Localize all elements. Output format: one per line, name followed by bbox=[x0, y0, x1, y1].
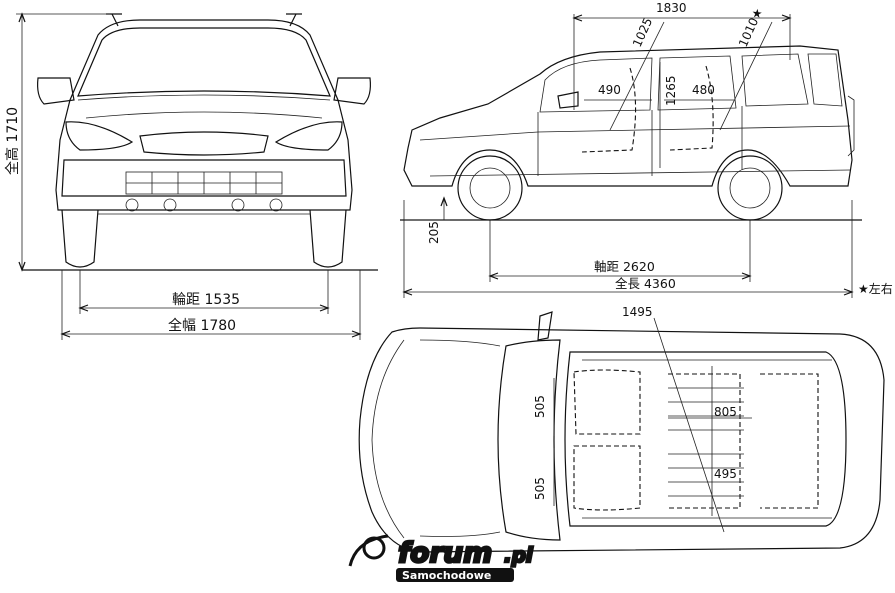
side-cabin-height-label: 1265 bbox=[664, 75, 678, 106]
front-tread-label: 輪距 1535 bbox=[172, 291, 240, 308]
ground-clearance-label: 205 bbox=[427, 221, 441, 244]
watermark-tld: .pl bbox=[504, 543, 534, 567]
top-front-seat-width-label: 505 bbox=[533, 395, 547, 418]
forum-watermark-logo: forum .pl Samochodowe bbox=[348, 534, 535, 582]
overall-height-label: 全高 1710 bbox=[4, 107, 21, 175]
top-interior-length-label: 805 bbox=[714, 405, 737, 419]
left-right-note: ★左右 bbox=[858, 281, 893, 296]
watermark-sub: Samochodowe bbox=[402, 569, 491, 582]
top-view-drawing bbox=[358, 311, 885, 553]
top-rear-seat-width-label: 505 bbox=[533, 477, 547, 500]
side-diagonal-1025-label: 1025 bbox=[630, 16, 655, 50]
side-front-seat-label: 490 bbox=[598, 83, 621, 97]
side-view-drawing bbox=[400, 14, 862, 298]
side-diagonal-1010-label: 1010★ bbox=[736, 6, 766, 49]
top-shoulder-width-label: 1495 bbox=[622, 305, 653, 319]
side-rear-seat-label: 480 bbox=[692, 83, 715, 97]
wheelbase-label: 軸距 2620 bbox=[594, 259, 655, 274]
front-view-drawing bbox=[16, 12, 378, 340]
watermark-main: forum bbox=[398, 536, 492, 569]
side-top-width-label: 1830 bbox=[656, 1, 687, 15]
top-interior-width-label: 495 bbox=[714, 467, 737, 481]
overall-length-label: 全長 4360 bbox=[615, 276, 676, 291]
overall-width-label: 全幅 1780 bbox=[168, 317, 236, 334]
